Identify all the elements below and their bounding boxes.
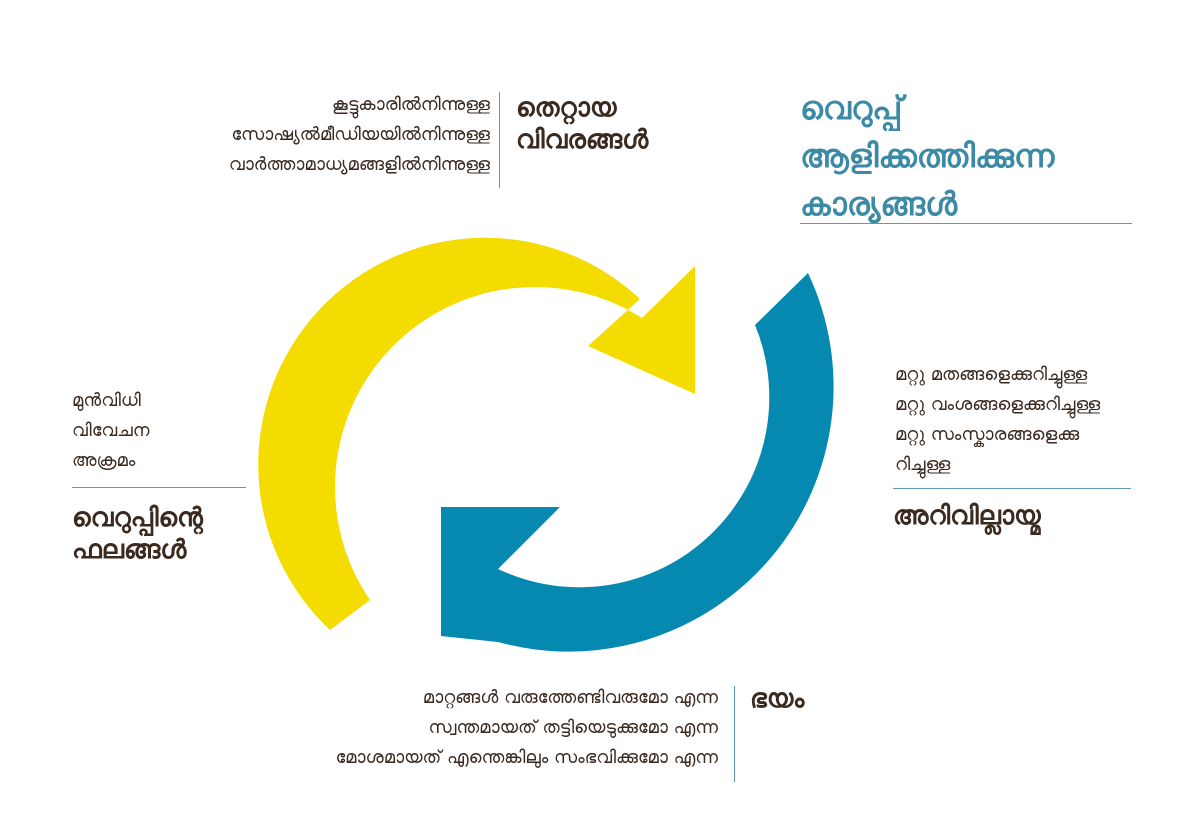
misinformation-heading-line-2: വിവരങ്ങൾ <box>516 125 649 155</box>
fear-line-1: മാറ്റങ്ങൾ വരുത്തേണ്ടിവരുമോ എന്ന <box>422 687 718 708</box>
top-left-line-3: വാർത്താമാധ്യമങ്ങളിൽനിന്നുള്ള <box>228 154 490 175</box>
hate-triggers-line-2: ആളിക്കത്തിക്കുന്ന <box>800 137 1055 175</box>
top-left-line-1: കൂട്ടുകാരിൽനിന്നുള്ള <box>331 94 490 115</box>
ignorance-heading: അറിവില്ലായ്മ <box>893 501 1041 531</box>
right-rule <box>893 488 1131 489</box>
consequences-heading-line-1: വെറുപ്പിന്റെ <box>72 503 203 533</box>
misinformation-heading-line-1: തെറ്റായ <box>516 93 617 123</box>
top-left-list: കൂട്ടുകാരിൽനിന്നുള്ള സോഷ്യൽമീഡിയയിൽനിന്ന… <box>150 90 490 180</box>
yellow-cycle-arrow <box>258 237 695 630</box>
left-rule <box>72 487 246 488</box>
ignorance-line-3: മറ്റു സംസ്കാരങ്ങളെക്കു <box>895 424 1080 445</box>
ignorance-line-4: റിച്ചുള്ള <box>895 454 951 475</box>
blue-cycle-arrow <box>441 273 834 652</box>
top-left-divider <box>499 92 500 188</box>
fear-list: മാറ്റങ്ങൾ വരുത്തേണ്ടിവരുമോ എന്ന സ്വന്തമാ… <box>220 683 718 773</box>
fear-line-2: സ്വന്തമായത് തട്ടിയെടുക്കുമോ എന്ന <box>428 717 719 738</box>
top-left-line-2: സോഷ്യൽമീഡിയയിൽനിന്നുള്ള <box>231 124 490 145</box>
ignorance-line-1: മറ്റു മതങ്ങളെക്കുറിച്ചുള്ള <box>895 364 1088 385</box>
fear-heading: ഭയം <box>750 684 805 714</box>
bottom-divider <box>734 686 735 782</box>
consequences-line-1: മുൻവിധി <box>72 390 141 411</box>
top-right-rule <box>800 223 1132 224</box>
fear-line-3: മോശമായത് എന്തെങ്കിലും സംഭവിക്കുമോ എന്ന <box>335 747 718 768</box>
consequences-line-3: അക്രമം <box>72 450 136 471</box>
hate-triggers-line-3: കാര്യങ്ങൾ <box>800 185 958 223</box>
consequences-heading-line-2: ഫലങ്ങൾ <box>72 535 187 565</box>
misinformation-heading: തെറ്റായ വിവരങ്ങൾ <box>516 92 648 156</box>
ignorance-list: മറ്റു മതങ്ങളെക്കുറിച്ചുള്ള മറ്റു വംശങ്ങള… <box>895 360 1100 480</box>
hate-triggers-heading: വെറുപ്പ് ആളിക്കത്തിക്കുന്ന കാര്യങ്ങൾ <box>800 84 1054 228</box>
ignorance-line-2: മറ്റു വംശങ്ങളെക്കുറിച്ചുള്ള <box>895 394 1101 415</box>
consequences-list: മുൻവിധി വിവേചന അക്രമം <box>72 386 149 476</box>
hate-triggers-line-1: വെറുപ്പ് <box>800 89 903 127</box>
consequences-heading: വെറുപ്പിന്റെ ഫലങ്ങൾ <box>72 502 203 566</box>
consequences-line-2: വിവേചന <box>72 420 150 441</box>
